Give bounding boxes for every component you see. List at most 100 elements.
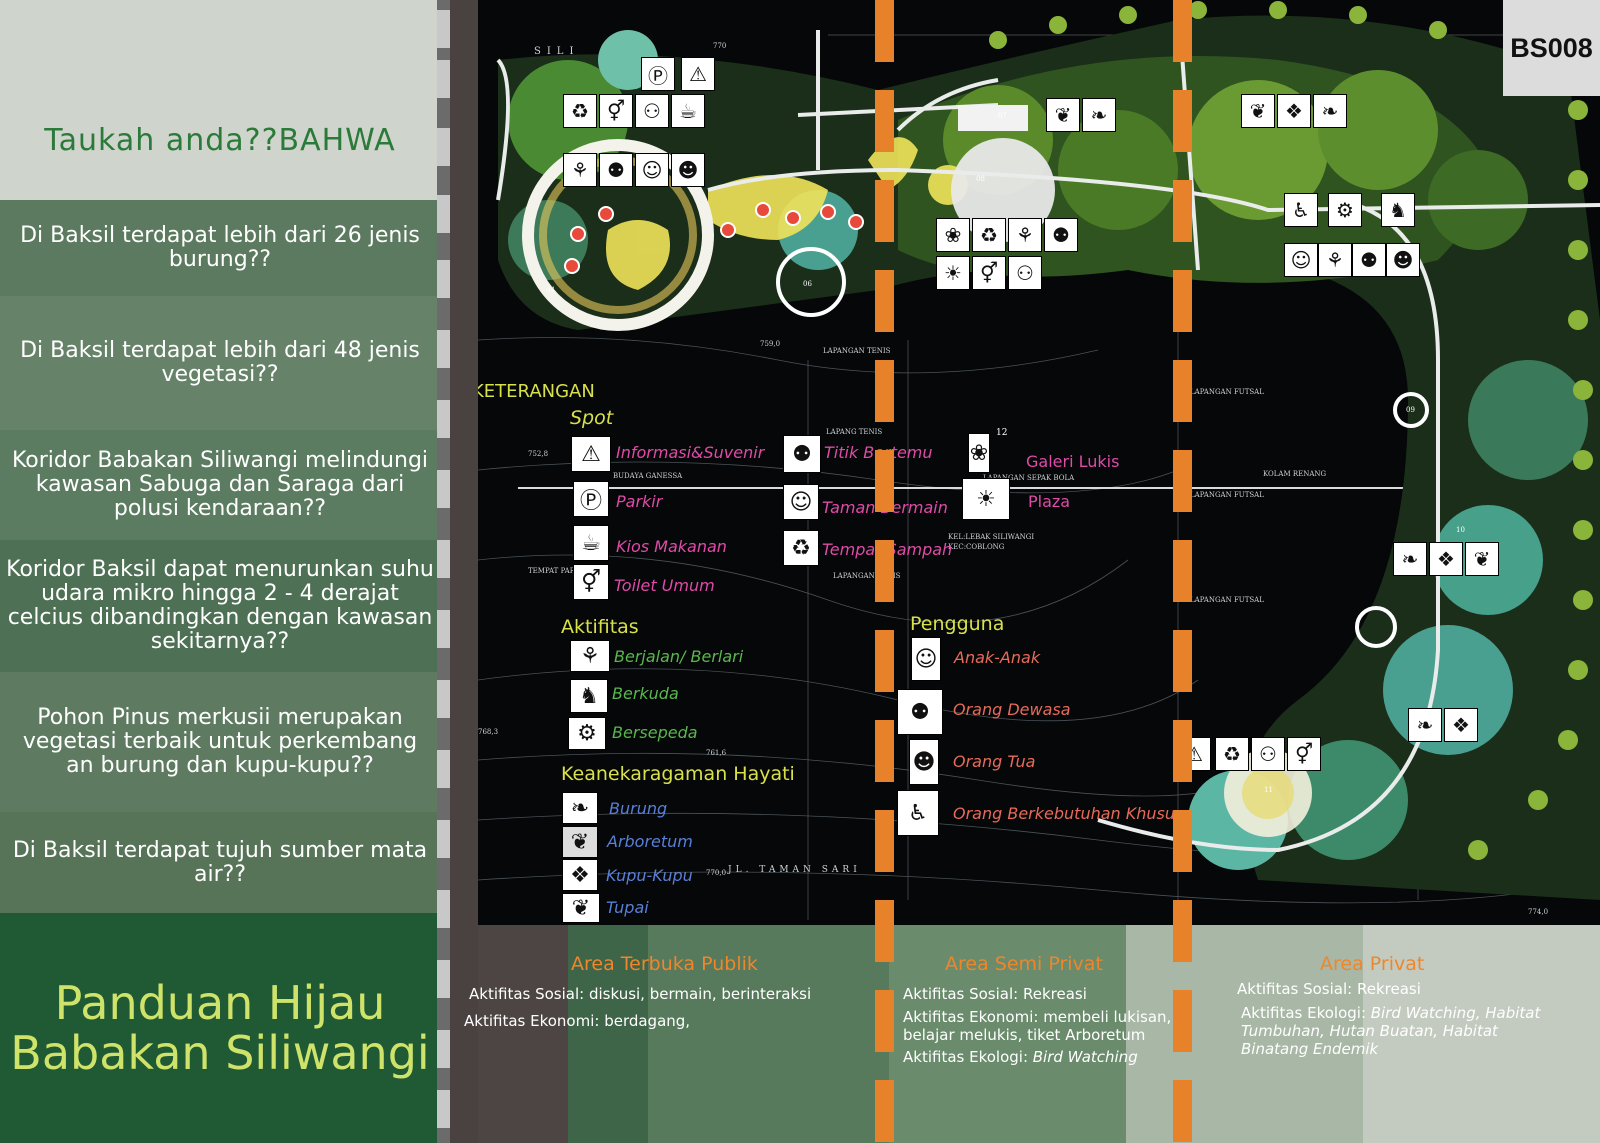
legend-label-adult: Orang Dewasa (953, 700, 1071, 719)
legend-label-bicycle: Bersepeda (612, 723, 698, 742)
legend-label-gallery: Galeri Lukis (1026, 452, 1120, 471)
zone-semi-ecology: Aktifitas Ekologi: Bird Watching (903, 1048, 1138, 1066)
trash-icon: ♻ (783, 530, 819, 566)
elderly-icon: ☻ (1386, 243, 1420, 277)
zone-divider-1 (875, 0, 894, 1143)
butterfly-icon: ❖ (562, 859, 598, 891)
sidebar-heading-block: Taukah anda??BAHWA (0, 0, 440, 200)
legend-label-butterfly: Kupu-Kupu (606, 866, 693, 885)
meeting-icon: ⚉ (599, 153, 633, 187)
owl-icon: ❦ (1465, 542, 1499, 576)
legend-label-horse: Berkuda (612, 684, 679, 703)
butterfly-icon: ❖ (1444, 708, 1478, 742)
zone-public-social: Aktifitas Sosial: diskusi, bermain, beri… (469, 985, 812, 1003)
legend-label-info: Informasi&Suvenir (616, 443, 765, 462)
zone-semi-bg-2 (1126, 925, 1363, 1143)
legend-biodiversity-heading: Keanekaragaman Hayati (561, 763, 795, 785)
running-icon: ⚘ (563, 153, 597, 187)
legend-users-heading: Pengguna (910, 613, 1005, 635)
legend-spot-heading: Spot (570, 407, 614, 429)
leaf-icon: ❦ (562, 826, 598, 858)
film-strip-divider (437, 0, 450, 1143)
toilet-icon: ⚥ (573, 564, 609, 600)
plaza-circle-06 (776, 247, 846, 317)
adult-icon: ⚉ (1352, 243, 1386, 277)
zone-private-bg (1363, 925, 1600, 1143)
zone-semi-social: Aktifitas Sosial: Rekreasi (903, 985, 1087, 1003)
fact-springs: Di Baksil terdapat tujuh sumber mata air… (0, 812, 440, 913)
legend-label-squirrel: Tupai (606, 898, 649, 917)
sidebar-heading: Taukah anda??BAHWA (44, 122, 396, 158)
feather-icon: ❀ (968, 433, 990, 473)
sun-mask-icon: ☀ (936, 256, 970, 290)
feather-icon: ❀ (936, 218, 970, 252)
bird-icon: ❦ (1046, 98, 1080, 132)
butterfly-icon: ❖ (1277, 94, 1311, 128)
plaza-circle-08 (951, 138, 1055, 242)
legend-label-child: Anak-Anak (954, 648, 1041, 667)
zone-divider-2 (1173, 0, 1192, 1143)
legend-activity-heading: Aktifitas (561, 616, 639, 638)
people-icon: ☻ (671, 153, 705, 187)
elderly-icon: ☻ (909, 739, 939, 785)
family-icon: ⚇ (635, 94, 669, 128)
zone-public-economy: Aktifitas Ekonomi: berdagang, (464, 1012, 691, 1030)
brown-divider (450, 0, 478, 1143)
walking-icon: ⚘ (570, 640, 610, 672)
meeting-icon: ⚉ (783, 435, 821, 473)
zone-private-ecology: Aktifitas Ekologi: Bird Watching, Habita… (1241, 1004, 1541, 1058)
walking-icon: ⚘ (1318, 243, 1352, 277)
trash-icon: ♻ (563, 94, 597, 128)
zone-semi-bg-1 (889, 925, 1126, 1143)
legend-label-wheelchair: Orang Berkebutuhan Khusus (953, 804, 1184, 823)
legend-label-bird: Burung (609, 799, 668, 818)
warning-icon: ⚠ (571, 436, 611, 472)
legend-label-plaza: Plaza (1028, 492, 1071, 511)
meeting-icon: ⚉ (1044, 218, 1078, 252)
butterfly-icon: ❖ (1429, 542, 1463, 576)
bird-icon: ❧ (1408, 708, 1442, 742)
bird-icon: ❧ (1313, 94, 1347, 128)
zone-public-bg-3 (648, 925, 889, 1143)
legend-heading: KETERANGAN (478, 381, 595, 402)
adult-icon: ⚉ (897, 689, 943, 735)
legend-label-parking: Parkir (616, 492, 663, 511)
bicycle-icon: ⚙ (568, 717, 606, 750)
fact-pine: Pohon Pinus merkusii merupakan vegetasi … (0, 672, 440, 812)
legend-label-food: Kios Makanan (616, 537, 727, 556)
sheet-code: BS008 (1503, 0, 1600, 96)
fact-birds: Di Baksil terdapat lebih dari 26 jenis b… (0, 200, 440, 296)
family-icon: ⚇ (1008, 256, 1042, 290)
food-icon: ☕ (671, 94, 705, 128)
zone-public-title: Area Terbuka Publik (571, 953, 758, 975)
family-icon: ⚇ (1251, 737, 1285, 771)
tree-ring (989, 1, 1593, 860)
food-icon: ☕ (573, 525, 609, 561)
legend-label-elderly: Orang Tua (953, 752, 1036, 771)
bird-icon: ❧ (562, 792, 598, 824)
playground-icon: ☺ (783, 484, 819, 520)
legend-label-arboretum: Arboretum (607, 832, 693, 851)
fact-pollution: Koridor Babakan Siliwangi melindungi kaw… (0, 430, 440, 540)
bicycle-icon: ⚙ (1328, 193, 1362, 227)
zone-public-bg-2 (568, 925, 648, 1143)
parking-icon: Ⓟ (641, 57, 675, 91)
wheelchair-icon: ♿ (1284, 193, 1318, 227)
zone-semi-title: Area Semi Privat (945, 953, 1103, 975)
child-icon: ☺ (1284, 243, 1318, 277)
warning-icon: ⚠ (681, 57, 715, 91)
site-plan-map: BS008 LAPANGAN TENIS LAPANG TENIS BUDAYA… (478, 0, 1600, 925)
trash-icon: ♻ (1215, 737, 1249, 771)
bird-icon: ❧ (1393, 542, 1427, 576)
running-icon: ⚘ (1008, 218, 1042, 252)
playground-icon: ☺ (635, 153, 669, 187)
toilet-icon: ⚥ (972, 256, 1006, 290)
toilet-icon: ⚥ (1287, 737, 1321, 771)
legend-label-walking: Berjalan/ Berlari (614, 647, 744, 666)
info-sidebar: Taukah anda??BAHWA Di Baksil terdapat le… (0, 0, 478, 1143)
horse-icon: ♞ (570, 679, 608, 713)
zone-private-social: Aktifitas Sosial: Rekreasi (1237, 980, 1421, 998)
fact-temperature: Koridor Baksil dapat menurunkan suhu uda… (0, 540, 440, 672)
